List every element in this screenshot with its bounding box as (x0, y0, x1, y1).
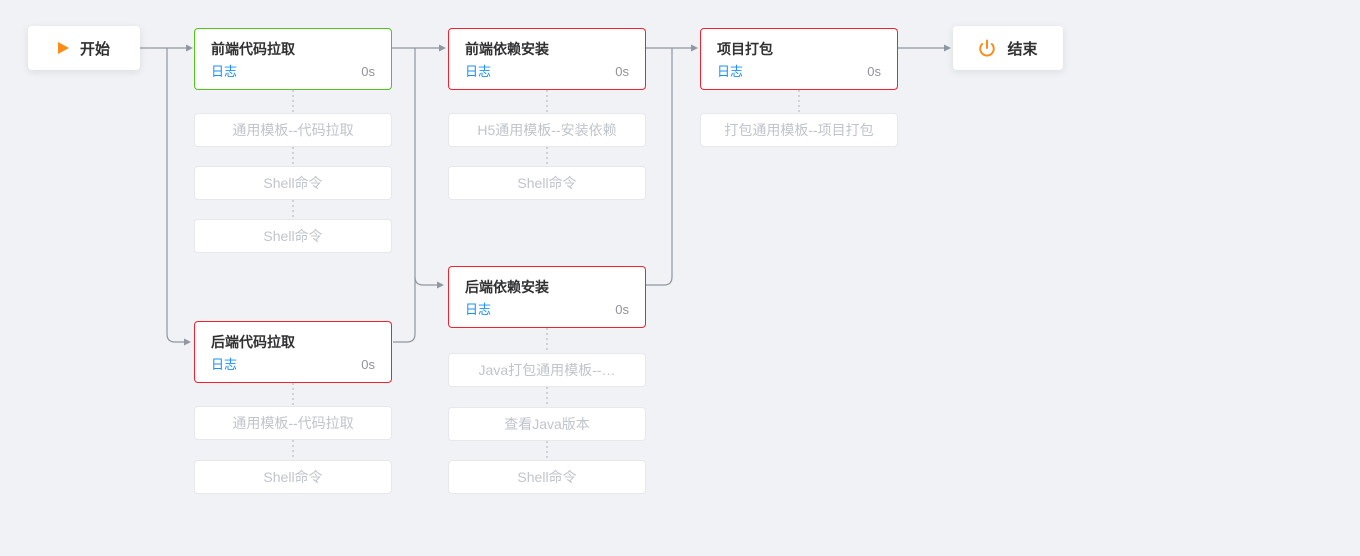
duration-label: 0s (361, 64, 375, 79)
stage-title: 前端代码拉取 (211, 41, 295, 57)
stage-title: 后端依赖安装 (465, 279, 549, 295)
log-link[interactable]: 日志 (465, 302, 492, 317)
stage-title: 项目打包 (717, 41, 773, 57)
stage-node-frontend-deps-install[interactable]: 前端依赖安装 日志 0s (448, 28, 646, 90)
log-link[interactable]: 日志 (211, 357, 238, 372)
substep-node[interactable]: 打包通用模板--项目打包 (700, 113, 898, 147)
log-link[interactable]: 日志 (465, 64, 492, 79)
duration-label: 0s (615, 302, 629, 317)
stage-title: 后端代码拉取 (211, 334, 295, 350)
stage-node-frontend-code-pull[interactable]: 前端代码拉取 日志 0s (194, 28, 392, 90)
stage-node-backend-deps-install[interactable]: 后端依赖安装 日志 0s (448, 266, 646, 328)
start-node[interactable]: 开始 (28, 26, 140, 70)
substep-node[interactable]: Java打包通用模板--… (448, 353, 646, 387)
stage-node-backend-code-pull[interactable]: 后端代码拉取 日志 0s (194, 321, 392, 383)
log-link[interactable]: 日志 (211, 64, 238, 79)
power-icon (978, 39, 996, 57)
substep-node[interactable]: Shell命令 (448, 460, 646, 494)
play-icon (57, 42, 69, 54)
stage-node-project-package[interactable]: 项目打包 日志 0s (700, 28, 898, 90)
start-node-label: 开始 (79, 40, 110, 58)
duration-label: 0s (615, 64, 629, 79)
stage-title: 前端依赖安装 (465, 41, 549, 57)
substep-node[interactable]: 查看Java版本 (448, 407, 646, 441)
duration-label: 0s (361, 357, 375, 372)
substep-node[interactable]: Shell命令 (194, 460, 392, 494)
substep-node[interactable]: Shell命令 (448, 166, 646, 200)
substep-node[interactable]: 通用模板--代码拉取 (194, 113, 392, 147)
substep-node[interactable]: 通用模板--代码拉取 (194, 406, 392, 440)
duration-label: 0s (867, 64, 881, 79)
end-node[interactable]: 结束 (953, 26, 1063, 70)
substep-node[interactable]: Shell命令 (194, 219, 392, 253)
end-node-label: 结束 (1007, 40, 1038, 58)
substep-node[interactable]: Shell命令 (194, 166, 392, 200)
log-link[interactable]: 日志 (717, 64, 744, 79)
substep-node[interactable]: H5通用模板--安装依赖 (448, 113, 646, 147)
